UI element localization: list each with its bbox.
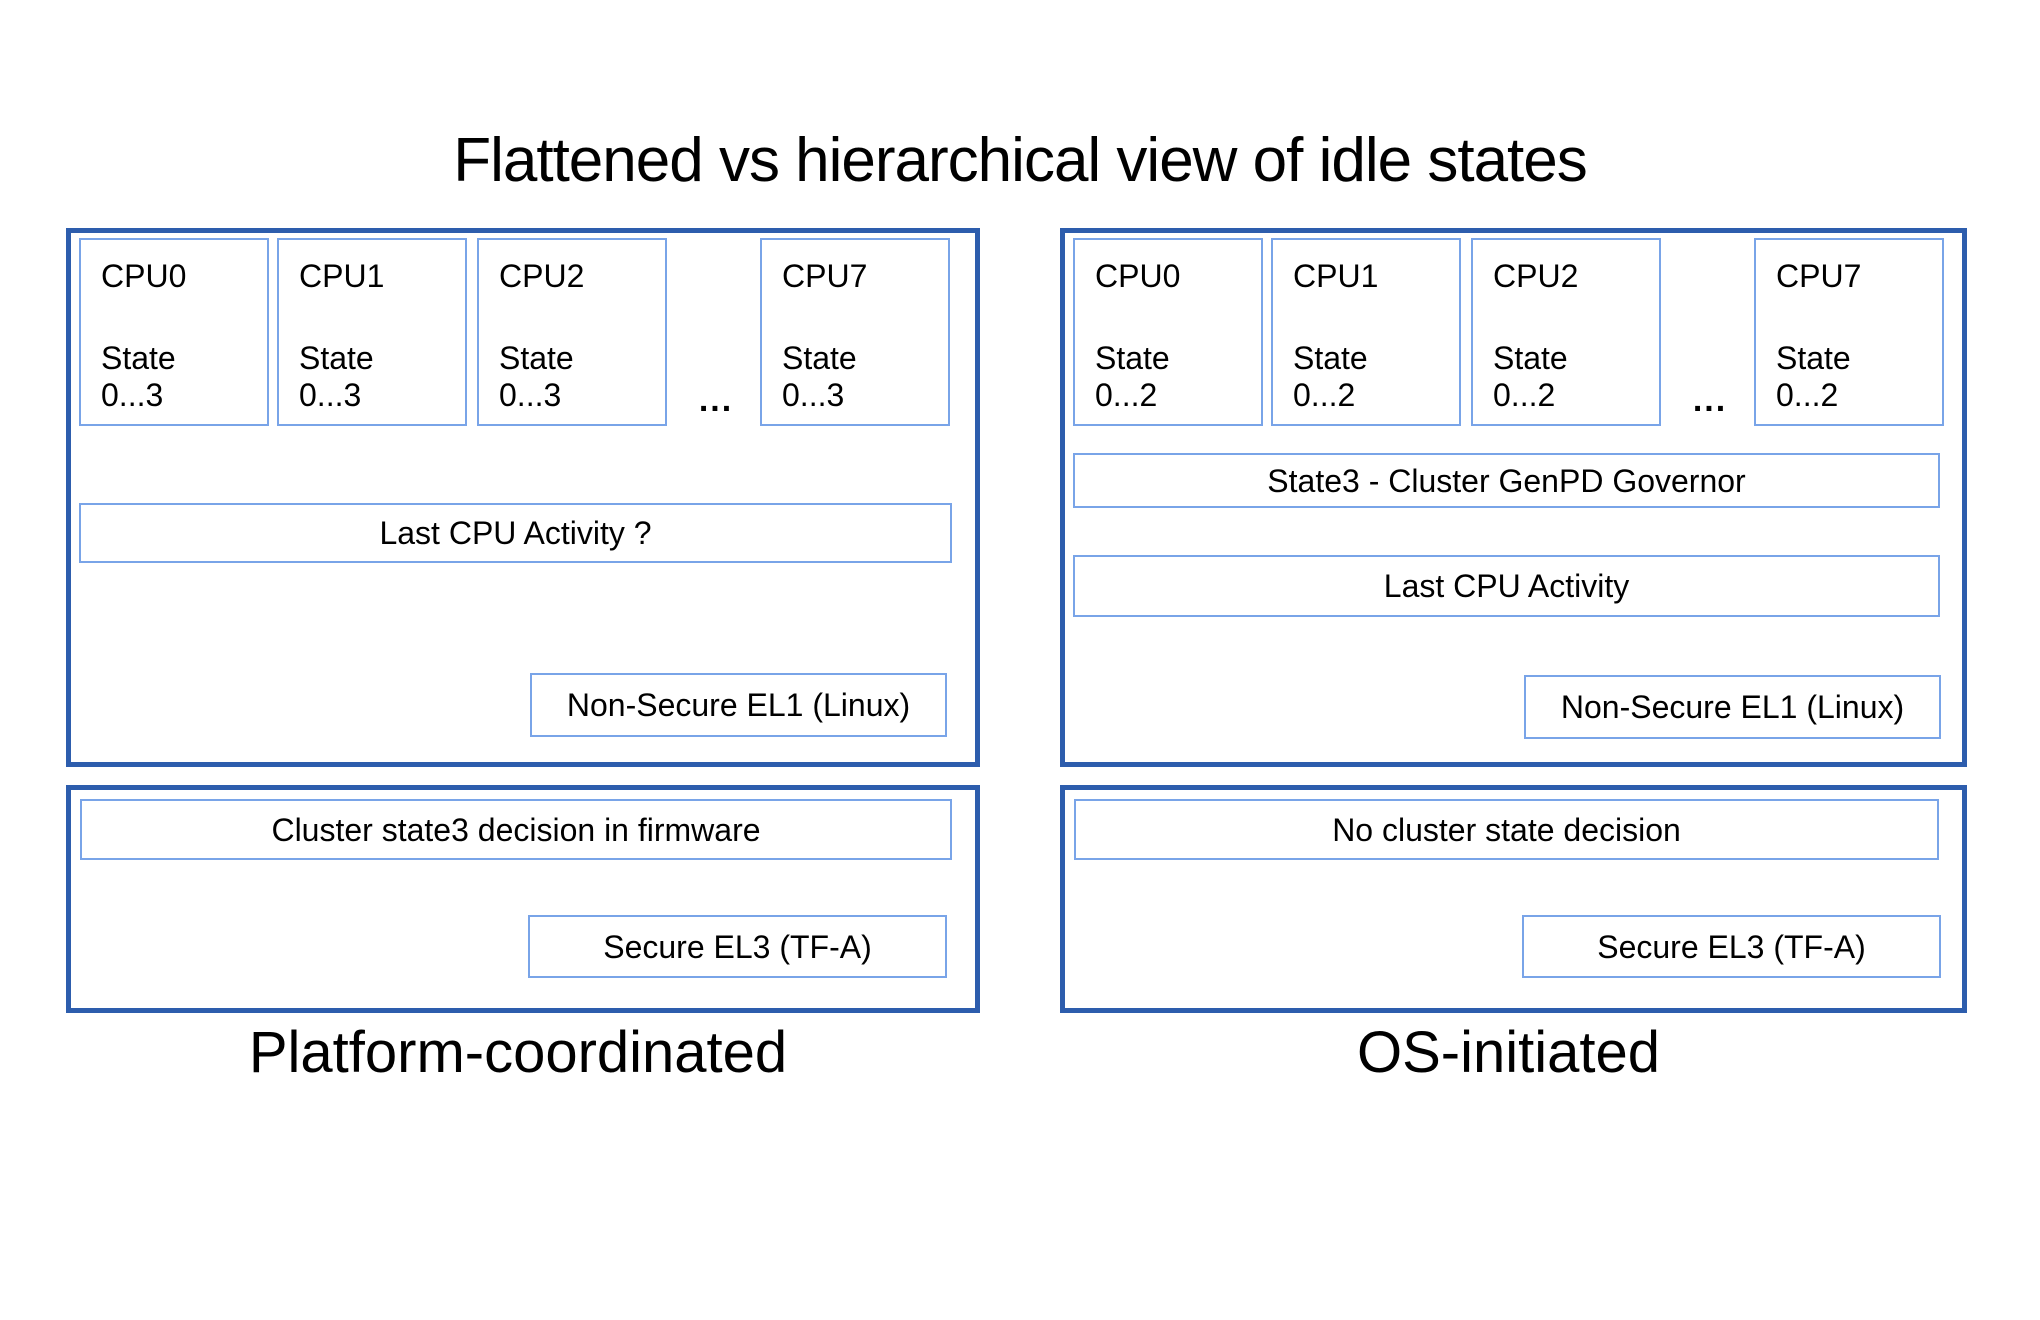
platform-nonsecure-container: CPU0 State 0...3 CPU1 State 0...3 CPU2 S… [66, 228, 980, 767]
nonsecure-el1-box: Non-Secure EL1 (Linux) [1524, 675, 1941, 739]
osi-cpu7-box: CPU7 State 0...2 [1754, 238, 1944, 426]
cpu-row-ellipsis: ... [1692, 381, 1728, 419]
platform-cpu1-box: CPU1 State 0...3 [277, 238, 467, 426]
cluster-firmware-decision-box: Cluster state3 decision in firmware [80, 799, 952, 860]
nonsecure-el1-box: Non-Secure EL1 (Linux) [530, 673, 947, 737]
cpu-name: CPU1 [1293, 258, 1379, 294]
cpu-name: CPU0 [101, 258, 187, 294]
cpu-name: CPU7 [782, 258, 868, 294]
platform-coordinated-label: Platform-coordinated [248, 1020, 788, 1085]
cpu-name: CPU0 [1095, 258, 1181, 294]
osi-nonsecure-container: CPU0 State 0...2 CPU1 State 0...2 CPU2 S… [1060, 228, 1967, 767]
osi-cpu2-box: CPU2 State 0...2 [1471, 238, 1661, 426]
cpu-state: State 0...2 [1293, 340, 1368, 413]
cpu-state: State 0...3 [782, 340, 857, 413]
cpu-state: State 0...2 [1095, 340, 1170, 413]
cpu-name: CPU7 [1776, 258, 1862, 294]
secure-el3-box: Secure EL3 (TF-A) [1522, 915, 1941, 978]
osi-cpu1-box: CPU1 State 0...2 [1271, 238, 1461, 426]
platform-secure-container: Cluster state3 decision in firmware Secu… [66, 785, 980, 1013]
os-initiated-label: OS-initiated [1356, 1020, 1661, 1085]
platform-cpu0-box: CPU0 State 0...3 [79, 238, 269, 426]
cpu-name: CPU1 [299, 258, 385, 294]
cpu-state: State 0...2 [1493, 340, 1568, 413]
platform-cpu2-box: CPU2 State 0...3 [477, 238, 667, 426]
cpu-name: CPU2 [1493, 258, 1579, 294]
cpu-row-ellipsis: ... [698, 381, 734, 419]
platform-cpu7-box: CPU7 State 0...3 [760, 238, 950, 426]
cpu-state: State 0...2 [1776, 340, 1851, 413]
state3-genpd-governor-box: State3 - Cluster GenPD Governor [1073, 453, 1940, 508]
cpu-state: State 0...3 [499, 340, 574, 413]
secure-el3-box: Secure EL3 (TF-A) [528, 915, 947, 978]
cpu-state: State 0...3 [299, 340, 374, 413]
cpu-name: CPU2 [499, 258, 585, 294]
osi-secure-container: No cluster state decision Secure EL3 (TF… [1060, 785, 1967, 1013]
last-cpu-activity-box: Last CPU Activity [1073, 555, 1940, 617]
cpu-state: State 0...3 [101, 340, 176, 413]
osi-cpu0-box: CPU0 State 0...2 [1073, 238, 1263, 426]
page-title: Flattened vs hierarchical view of idle s… [453, 126, 1588, 195]
no-cluster-decision-box: No cluster state decision [1074, 799, 1939, 860]
last-cpu-activity-question-box: Last CPU Activity ? [79, 503, 952, 563]
